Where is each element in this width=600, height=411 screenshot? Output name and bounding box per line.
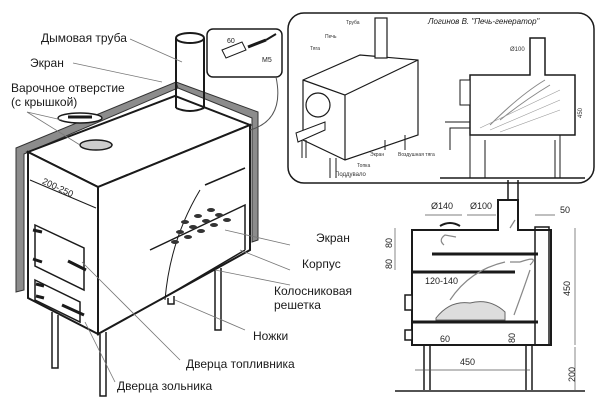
bolt-dim-60: 60 [227,38,235,45]
dim-d100: Ø100 [470,201,493,211]
bolt-label-m5: M5 [262,57,272,64]
generator-panel-title: Логинов В. "Печь-генератор" [428,17,540,26]
gen-label-stove: Печь [325,34,337,40]
chimney-pipe [175,38,205,108]
label-chimney: Дымовая труба [41,31,127,45]
leg [99,332,107,397]
gen-label-firebox: Топка [357,163,371,169]
dim-80-a: 80 [384,237,394,248]
gen-dim-d100: Ø100 [510,47,525,53]
leg [167,296,175,305]
dim-w450: 450 [460,357,476,367]
cooking-hole [79,139,113,151]
label-body: Корпус [302,257,341,271]
leg [214,268,222,331]
gen-label-blower: Поддувало [335,172,366,178]
generator-panel-frame [287,12,595,184]
label-cooking-hole-lid: (с крышкой) [11,95,78,109]
ash-door [34,278,81,324]
dim-80-b: 80 [384,258,394,269]
dim-h200: 200 [567,366,577,382]
dim-h450: 450 [562,280,572,296]
dim-50: 50 [560,205,571,215]
label-ash-door: Дверца зольника [117,379,213,393]
label-screen-top: Экран [30,56,64,70]
label-grate-2: решетка [274,298,321,312]
label-legs: Ножки [253,329,289,343]
gen-label-air-draft: Воздушная тяга [398,152,435,158]
label-cooking-hole: Варочное отверстие [11,81,125,95]
dim-d140: Ø140 [431,201,454,211]
gen-dim-h450: 450 [578,107,584,118]
stove-side [97,123,251,336]
label-firebox-door: Дверца топливника [186,357,295,371]
label-screen-right: Экран [316,231,350,245]
leg [51,312,59,369]
gen-label-screen: Экран [370,152,385,158]
firebox-door [34,223,85,292]
screen-panel-right [175,81,259,243]
gen-label-pipe: Труба [346,20,360,26]
label-grate: Колосниковая [274,284,353,298]
dim-80-c: 80 [507,332,517,343]
dim-60: 60 [440,334,451,344]
dim-gap: 120-140 [425,276,459,286]
gen-label-draft: Тяга [310,46,320,52]
